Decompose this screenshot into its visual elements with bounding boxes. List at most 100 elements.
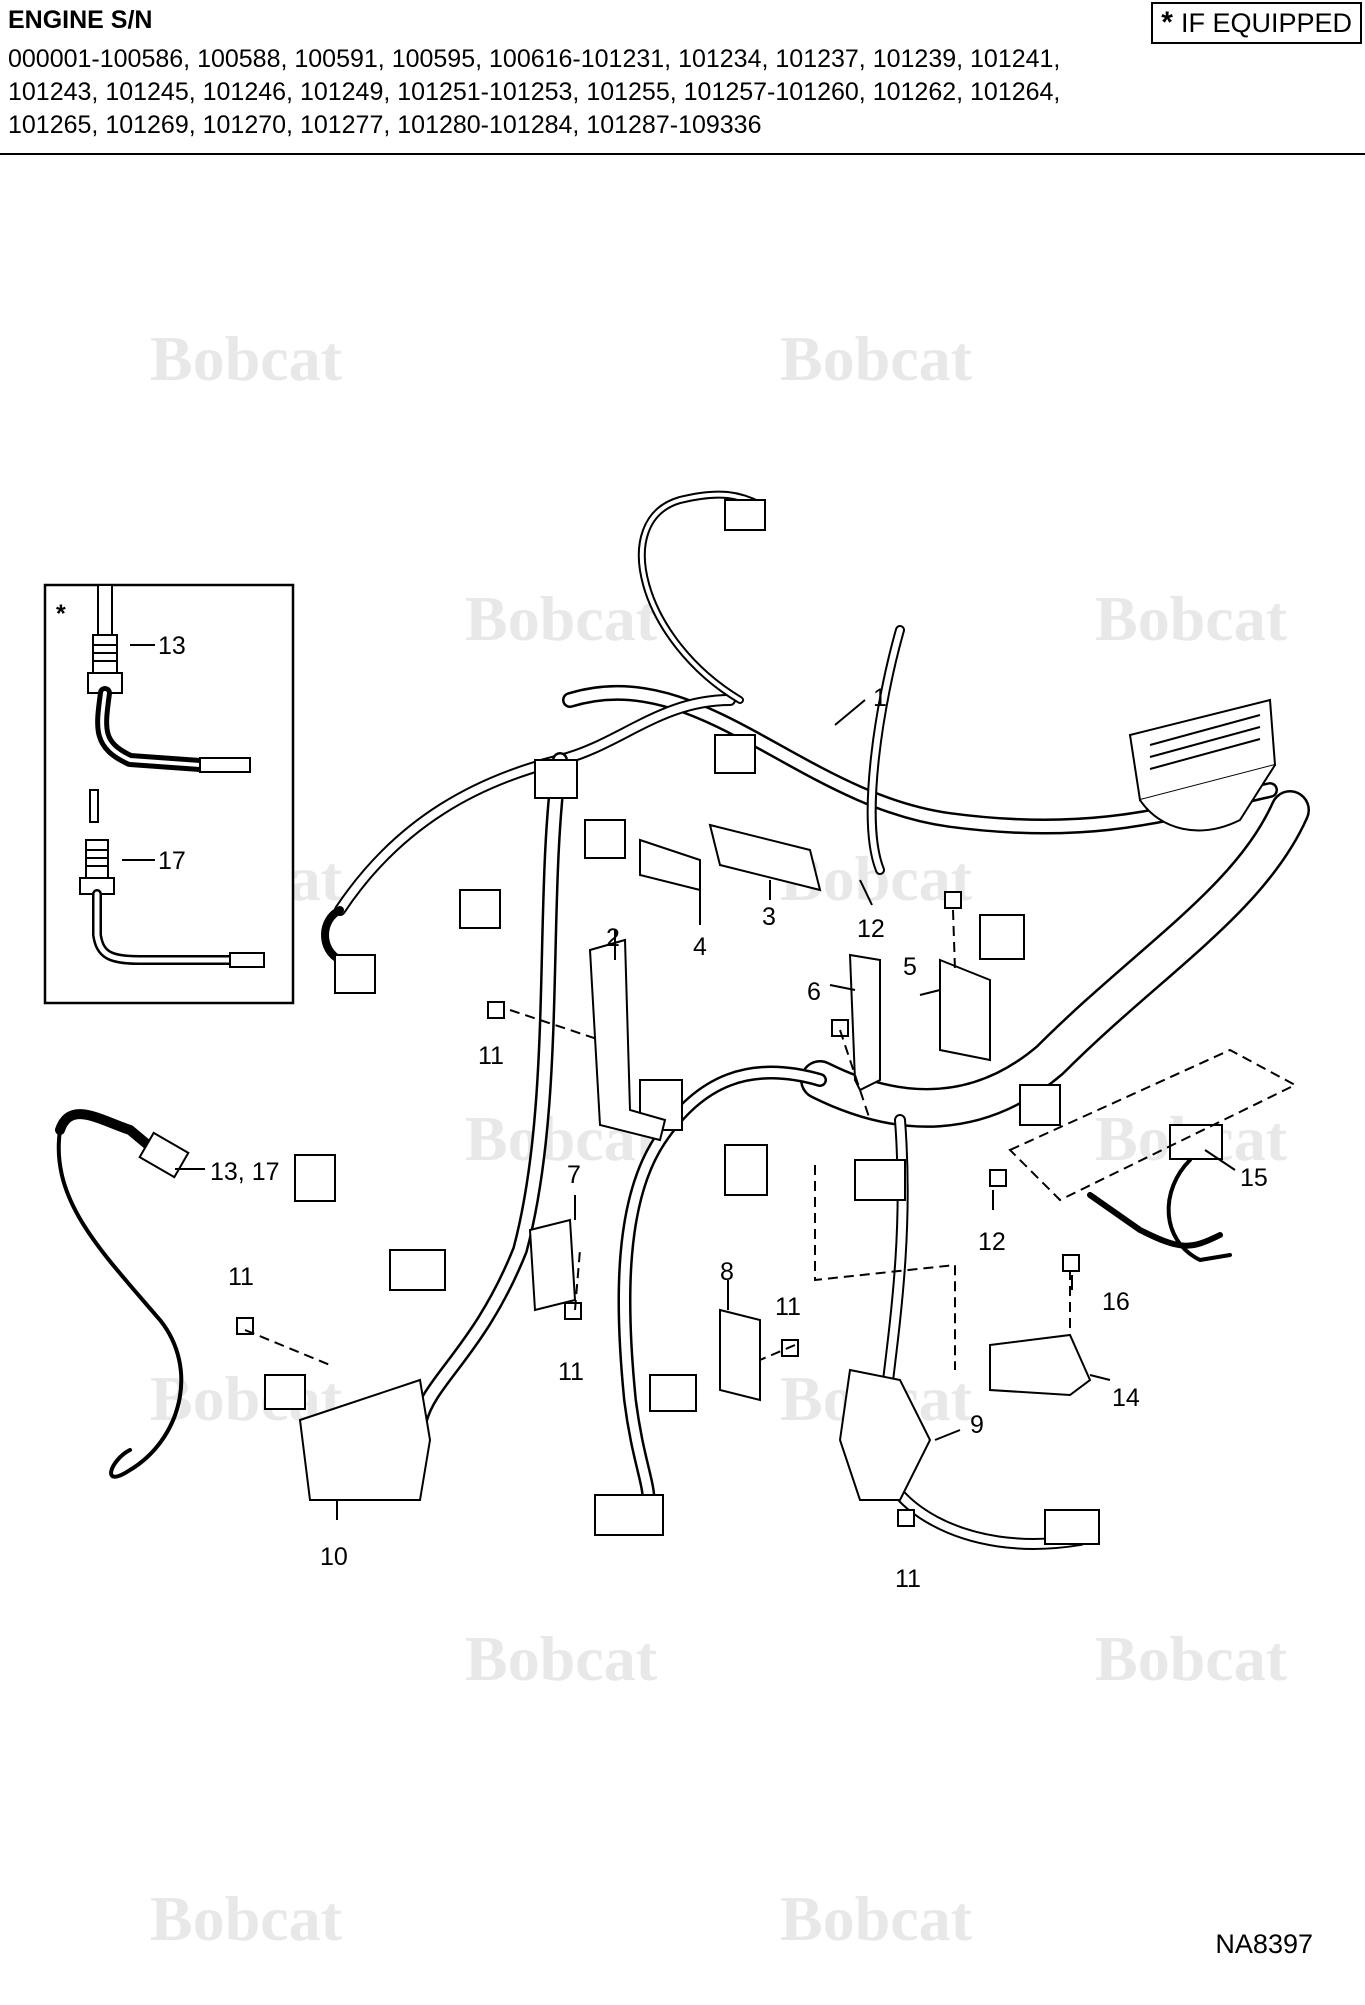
sensor-connector-pins: [97, 584, 113, 636]
drawing-number: NA8397: [1215, 1929, 1313, 1959]
dashed-leader: [509, 1009, 601, 1041]
bracket-2: [588, 938, 667, 1142]
bracket-6: [848, 953, 881, 1092]
sensor-17-thread-lines: [86, 849, 108, 867]
bolt-icon: [989, 1169, 1007, 1187]
injector-connector: [459, 889, 501, 929]
sensor-right-cable: [1087, 1192, 1223, 1249]
header: ENGINE S/N 000001-100586, 100588, 100591…: [0, 0, 1365, 155]
callout-11: 11: [478, 1042, 504, 1070]
wiring-harness-diagram: Bobcat Bobcat Bobcat Bobcat Bobcat Bobca…: [0, 155, 1365, 2000]
watermark: Bobcat: [150, 1883, 343, 1954]
sensor-connector: [1044, 1509, 1100, 1545]
watermark-layer: Bobcat Bobcat Bobcat Bobcat Bobcat Bobca…: [150, 323, 1288, 1954]
inset-callout-13: 13: [158, 632, 186, 660]
callout-12: 12: [857, 915, 885, 943]
bracket-10: [298, 1378, 432, 1501]
callout-14: 14: [1112, 1384, 1140, 1412]
harness-branch-down-core: [414, 754, 566, 1426]
watermark: Bobcat: [1095, 583, 1288, 654]
diagram-svg: Bobcat Bobcat Bobcat Bobcat Bobcat Bobca…: [43, 323, 1310, 1954]
speed-sensor-body: [989, 1333, 1092, 1397]
leader-lines: [175, 699, 1236, 1520]
inset-asterisk: *: [56, 600, 66, 628]
callout-15: 15: [1240, 1164, 1268, 1192]
callout-5: 5: [903, 953, 917, 981]
callout-4: 4: [693, 933, 707, 961]
watermark: Bobcat: [465, 583, 658, 654]
sensor-right-connector: [1169, 1124, 1223, 1160]
callout-9: 9: [970, 1411, 984, 1439]
sensor-connector: [1019, 1084, 1061, 1126]
ecu-connector: [1128, 698, 1277, 832]
callout-16: 16: [1102, 1288, 1130, 1316]
callout-11: 11: [558, 1358, 584, 1386]
sensor-connector: [979, 914, 1025, 960]
harness-trunk-thick-core: [802, 792, 1308, 1126]
bolt-icon: [897, 1509, 915, 1527]
callout-12: 12: [978, 1228, 1006, 1256]
callouts: 1 2 3 4 5 6 7 8 9 10 11 11 11 11 11 12 1…: [210, 684, 1268, 1593]
callout-1: 1: [873, 684, 887, 712]
main-harness: [264, 490, 1310, 1550]
bracket-4: [639, 838, 701, 892]
sensor-connector: [854, 1159, 906, 1201]
leader-line: [829, 984, 856, 991]
bolt-icon: [236, 1317, 254, 1335]
exhaust-sensor-right: [1087, 1124, 1232, 1262]
sensor-connector: [264, 1374, 306, 1410]
harness-end-left: [321, 906, 344, 964]
engine-sn-title: ENGINE S/N: [8, 6, 153, 34]
sensor-left-body: [138, 1131, 190, 1179]
bolt-icon: [1062, 1254, 1080, 1272]
dashed-leader: [244, 1329, 331, 1366]
dashed-lines: [244, 909, 1298, 1370]
injector-connector: [584, 819, 626, 859]
sensor-connector: [724, 1144, 768, 1196]
sensor-17-plug: [229, 952, 265, 968]
watermark: Bobcat: [780, 1883, 973, 1954]
sensor-left-cable: [55, 1109, 165, 1160]
temperature-sensor-13: 13: [87, 584, 251, 773]
serial-line-1: 000001-100586, 100588, 100591, 100595, 1…: [8, 45, 1061, 73]
inset-frame: [43, 583, 295, 1005]
bracket-8: [719, 1308, 761, 1402]
watermark: Bobcat: [150, 323, 343, 394]
bracket-3: [708, 823, 822, 892]
leader-line: [834, 699, 866, 726]
sensor-13-plug: [199, 757, 251, 773]
dashed-leader: [814, 1165, 956, 1370]
callout-13-17: 13, 17: [210, 1158, 280, 1186]
watermark: Bobcat: [465, 1623, 658, 1694]
exhaust-sensor-left: [55, 1109, 190, 1479]
injector-connector: [534, 759, 578, 799]
injector-connector: [334, 954, 376, 994]
if-equipped-box: *IF EQUIPPED: [1151, 2, 1362, 44]
sensor-thread-lines: [93, 644, 117, 662]
bolt-icon: [944, 891, 962, 909]
sensor-connector: [649, 1374, 697, 1412]
sensor-17-cable-core: [94, 891, 233, 963]
leader-line: [934, 1429, 961, 1441]
sensor-right-wire: [1166, 1158, 1232, 1262]
callout-11: 11: [775, 1293, 801, 1321]
callout-6: 6: [807, 978, 821, 1006]
brackets: [298, 823, 991, 1501]
dashed-leader: [759, 1344, 796, 1361]
dashed-leader: [1008, 1048, 1298, 1202]
temperature-sensor-17: 17: [79, 789, 265, 968]
sensor-connector: [294, 1154, 336, 1202]
callout-11: 11: [228, 1263, 254, 1291]
bolt-icon: [831, 1019, 849, 1037]
leader-line: [919, 989, 941, 996]
top-connector: [724, 499, 766, 531]
serial-line-2: 101243, 101245, 101246, 101249, 101251-1…: [8, 78, 1061, 106]
sensor-13-cable-core: [100, 691, 202, 767]
dashed-leader: [952, 909, 956, 971]
callout-7: 7: [567, 1161, 581, 1189]
callout-3: 3: [762, 903, 776, 931]
injector-connector: [714, 734, 756, 774]
callout-8: 8: [720, 1258, 734, 1286]
callout-11: 11: [895, 1565, 921, 1593]
inset-callout-17: 17: [158, 847, 186, 875]
